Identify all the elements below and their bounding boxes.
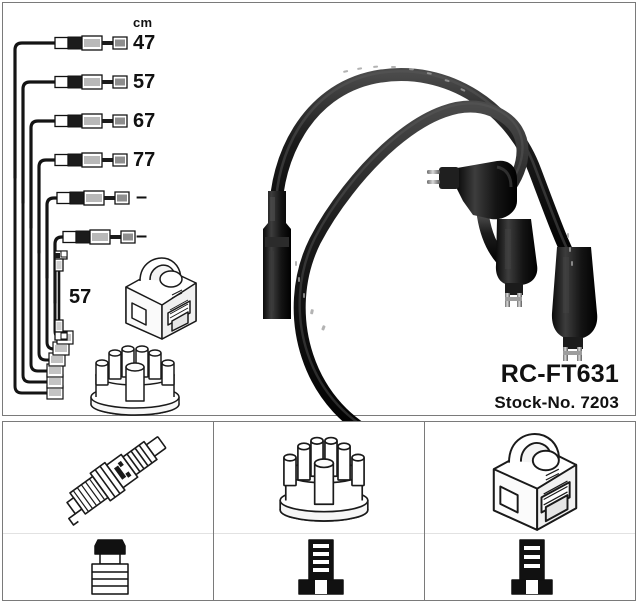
coil-terminal-icon bbox=[511, 539, 553, 595]
ignition-coil-icon bbox=[492, 433, 578, 531]
panel-spark-plug-top bbox=[3, 422, 213, 534]
panel-ignition-coil bbox=[424, 422, 635, 600]
cable-boot-right bbox=[551, 247, 598, 361]
length-label-dash-1: – bbox=[136, 186, 148, 208]
application-icon-row bbox=[2, 421, 636, 601]
spark-plug-icon bbox=[66, 436, 167, 526]
panel-distributor-cap-top bbox=[214, 422, 424, 534]
cable-set-photo bbox=[263, 65, 598, 449]
length-label-77: 77 bbox=[133, 149, 156, 171]
distributor-cap-icon bbox=[279, 436, 369, 522]
unit-header: cm bbox=[133, 15, 153, 30]
panel-ignition-coil-top bbox=[425, 422, 635, 534]
panel-spark-plug bbox=[3, 422, 213, 600]
length-label-57: 57 bbox=[133, 71, 156, 93]
loose-lead-57 bbox=[54, 250, 68, 341]
product-name: RC-FT631 bbox=[500, 360, 619, 388]
panel-distributor-cap bbox=[213, 422, 424, 600]
cable-elbow-connector bbox=[427, 160, 517, 220]
cable-lead-loop bbox=[293, 100, 529, 449]
cable-boot-middle bbox=[495, 219, 538, 307]
distributor-cap-icon bbox=[90, 345, 180, 416]
length-label-47: 47 bbox=[133, 32, 156, 54]
main-diagram-frame: cm 47 57 67 77 – – 57 RC-FT631 Stock-No.… bbox=[2, 2, 636, 449]
cable-harness-schematic bbox=[13, 35, 136, 400]
stock-number: Stock-No. 7203 bbox=[494, 393, 619, 412]
ignition-coil-icon bbox=[125, 257, 197, 340]
cable-boot-left bbox=[263, 191, 291, 319]
spark-plug-terminal-icon bbox=[91, 539, 129, 595]
panel-ignition-coil-bottom bbox=[425, 534, 635, 603]
distributor-terminal-icon bbox=[298, 539, 344, 595]
cable-print-marks bbox=[295, 65, 573, 331]
length-label-dash-2: – bbox=[136, 225, 148, 247]
loose-lead-length-label: 57 bbox=[69, 286, 92, 308]
length-label-67: 67 bbox=[133, 110, 156, 132]
panel-spark-plug-bottom bbox=[3, 534, 213, 603]
panel-distributor-cap-bottom bbox=[214, 534, 424, 603]
